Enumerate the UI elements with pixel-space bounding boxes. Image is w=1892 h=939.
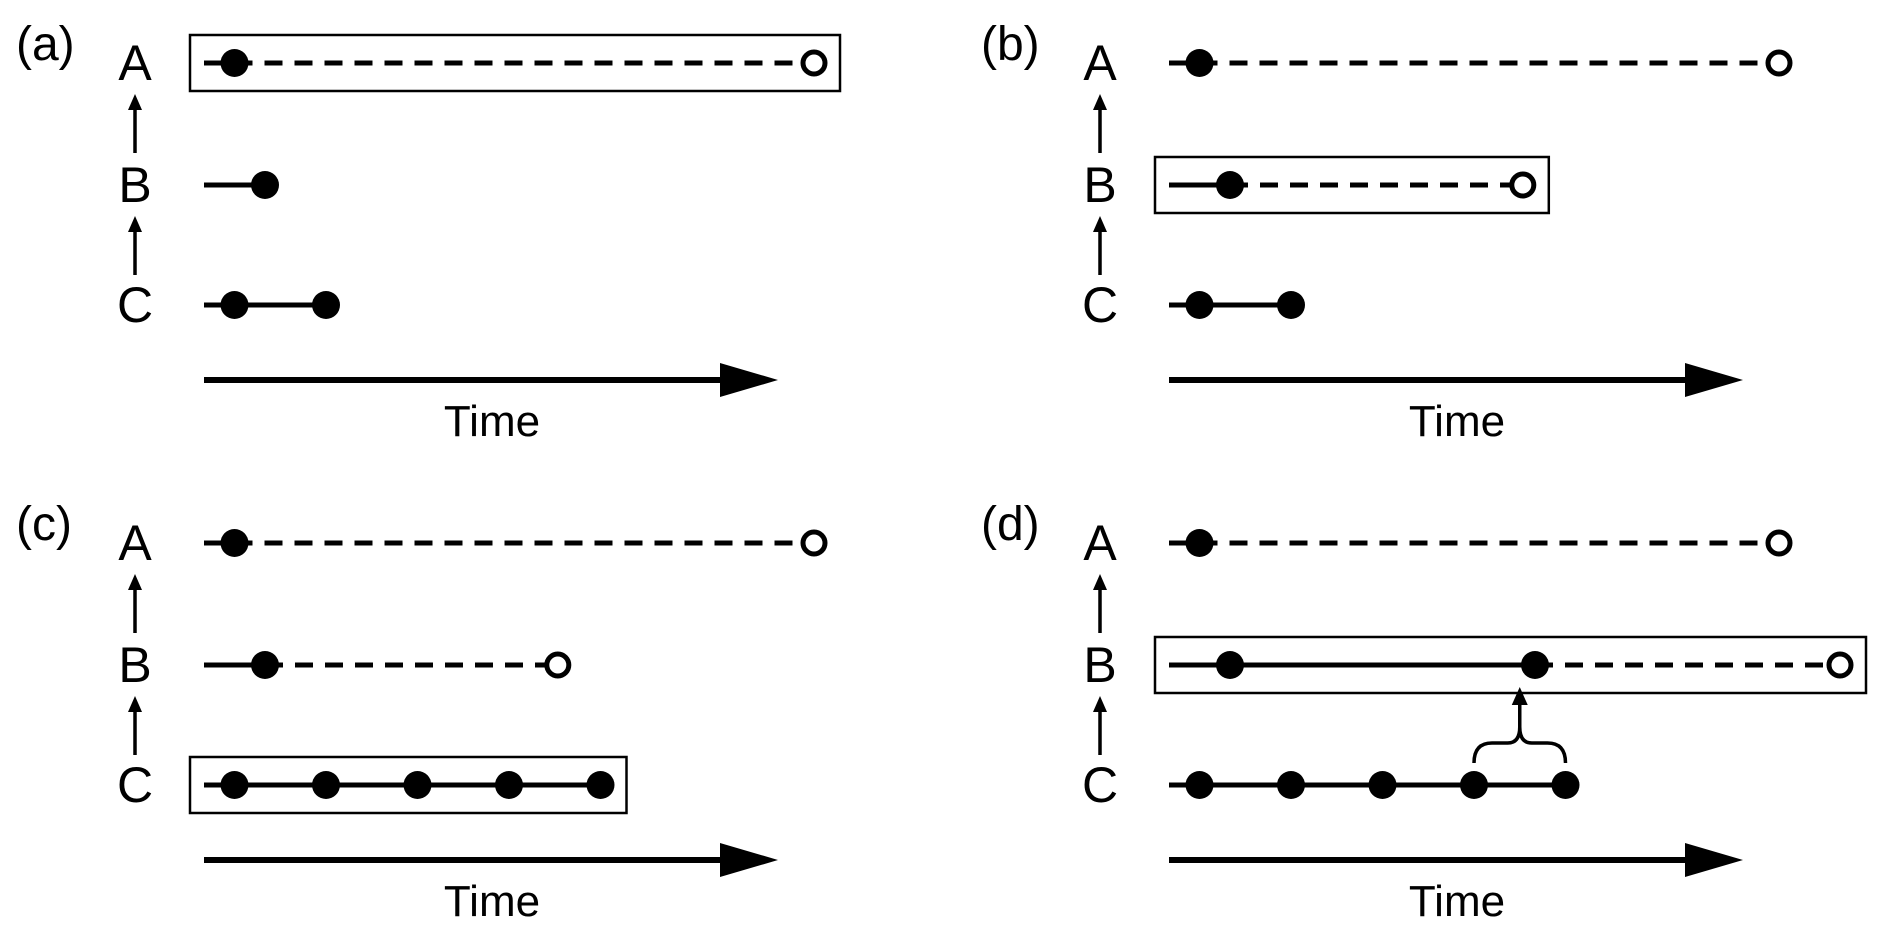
filled-node [1521, 651, 1549, 679]
row-label-B: B [1083, 157, 1116, 213]
filled-node [1460, 771, 1488, 799]
row-label-A: A [118, 35, 152, 91]
up-arrow-head [1093, 696, 1107, 712]
filled-node [1277, 771, 1305, 799]
row-label-C: C [1082, 757, 1118, 813]
filled-node [312, 291, 340, 319]
row-label-A: A [118, 515, 152, 571]
filled-node [1185, 529, 1214, 557]
time-axis-arrowhead [720, 363, 778, 397]
open-node [1765, 529, 1793, 557]
filled-node [220, 49, 249, 77]
highlight-box [1153, 635, 1868, 695]
up-arrow-head [128, 696, 142, 712]
row-label-C: C [1082, 277, 1118, 333]
filled-node [403, 771, 432, 799]
row-label-B: B [118, 637, 151, 693]
open-node [800, 529, 828, 557]
row-label-C: C [117, 277, 153, 333]
row-label-B: B [118, 157, 151, 213]
highlight-box [188, 755, 628, 815]
row-label-A: A [1083, 515, 1117, 571]
panel-b: (b) A B C Time [981, 18, 1793, 446]
open-node [800, 49, 828, 77]
row-label-B: B [1083, 637, 1116, 693]
open-node [1509, 171, 1537, 199]
filled-node [312, 771, 340, 799]
time-axis-label: Time [1409, 397, 1505, 446]
time-axis-arrowhead [1685, 363, 1743, 397]
filled-node [220, 771, 249, 799]
filled-node [1551, 771, 1580, 799]
filled-node [586, 771, 615, 799]
filled-node [251, 651, 279, 679]
panel-label: (a) [16, 18, 75, 71]
panel-label: (c) [16, 498, 72, 551]
dependency-arrow-head [1511, 687, 1528, 705]
open-node [1826, 651, 1854, 679]
time-axis-arrowhead [1685, 843, 1743, 877]
filled-node [1216, 171, 1244, 199]
filled-node [220, 291, 249, 319]
row-label-C: C [117, 757, 153, 813]
filled-node [495, 771, 523, 799]
up-arrow-head [128, 216, 142, 232]
open-node [544, 651, 572, 679]
up-arrow-head [1093, 94, 1107, 110]
up-arrow-head [128, 94, 142, 110]
filled-node [1185, 49, 1214, 77]
time-axis-label: Time [1409, 877, 1505, 926]
filled-node [1277, 291, 1305, 319]
filled-node [251, 171, 279, 199]
highlight-box [188, 33, 842, 93]
filled-node [1185, 291, 1214, 319]
open-node [1765, 49, 1793, 77]
filled-node [220, 529, 249, 557]
up-arrow-head [1093, 216, 1107, 232]
filled-node [1185, 771, 1214, 799]
filled-node [1368, 771, 1397, 799]
time-axis-label: Time [444, 877, 540, 926]
time-axis-label: Time [444, 397, 540, 446]
highlight-box [1153, 155, 1551, 215]
panel-label: (b) [981, 18, 1040, 71]
up-arrow-head [1093, 574, 1107, 590]
panel-label: (d) [981, 498, 1040, 551]
time-axis-arrowhead [720, 843, 778, 877]
row-label-A: A [1083, 35, 1117, 91]
up-arrow-head [128, 574, 142, 590]
filled-node [1216, 651, 1244, 679]
brace-bracket [1472, 726, 1568, 764]
panel-c: (c) A B C Time [16, 498, 828, 926]
panel-d: (d) A B C Time [981, 498, 1868, 926]
panel-a: (a) A B C Time [16, 18, 842, 446]
